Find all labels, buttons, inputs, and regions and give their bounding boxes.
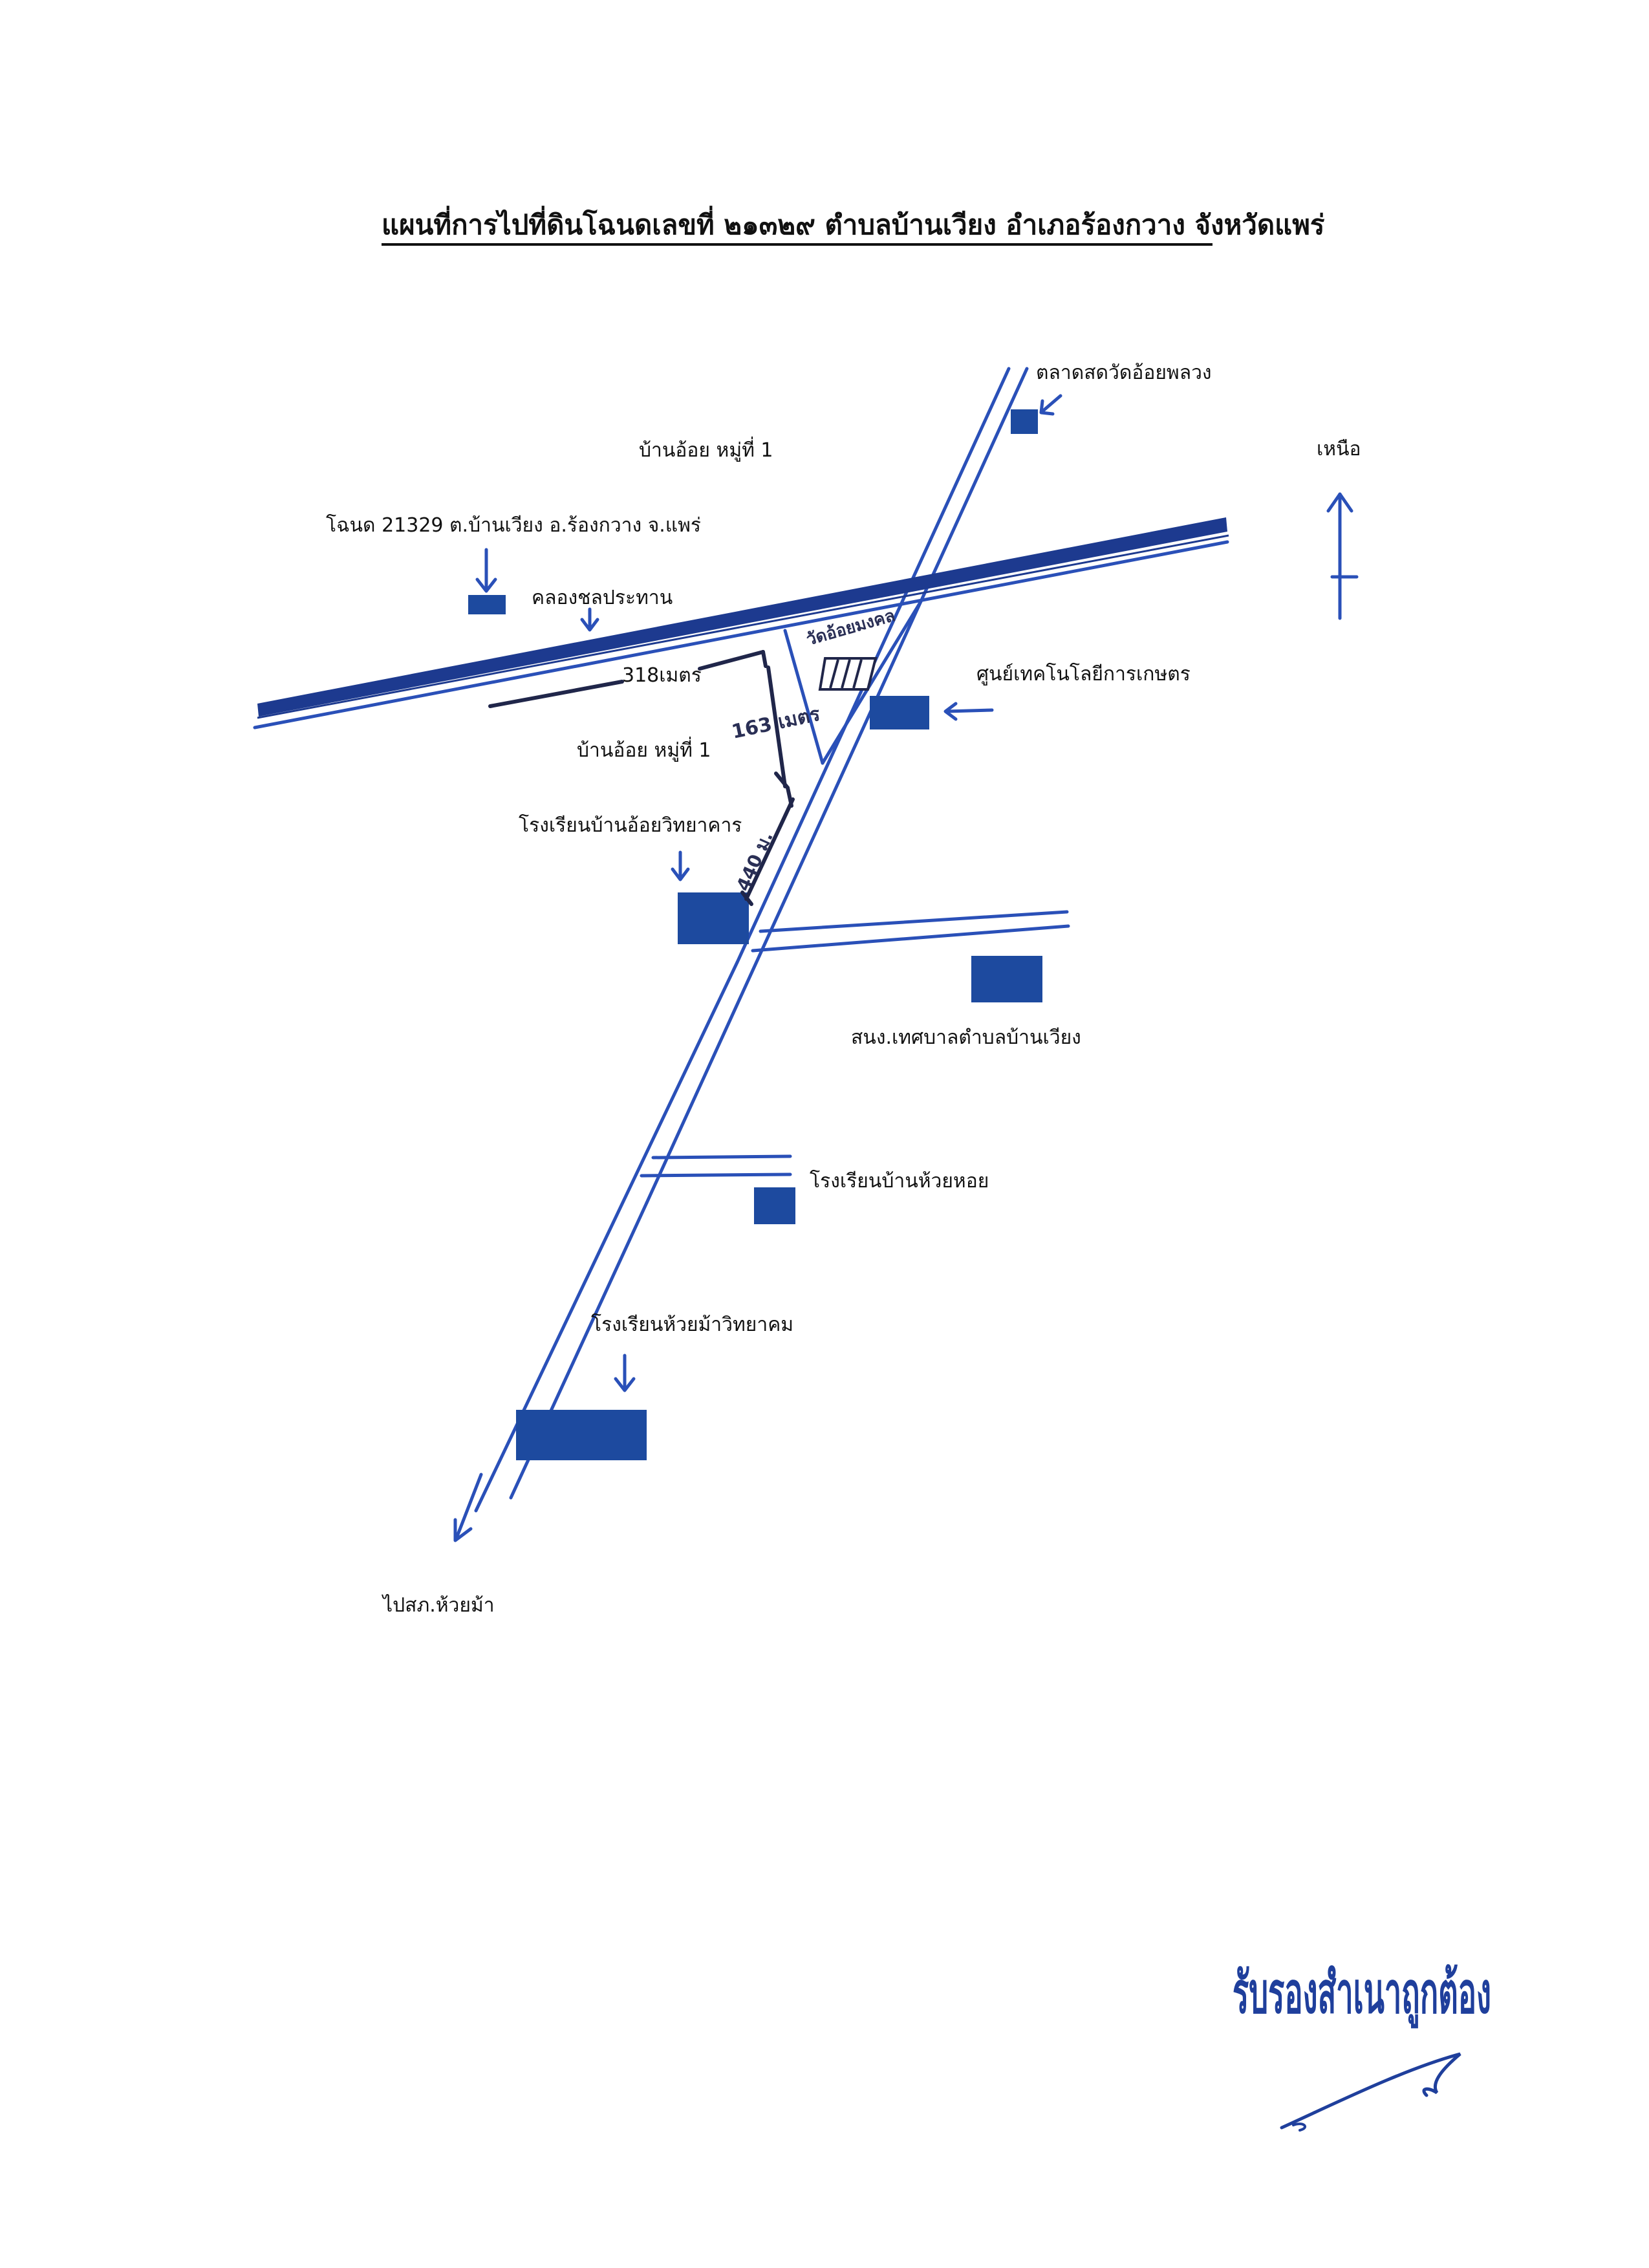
- distance-west-label: 318เมตร: [622, 664, 702, 687]
- certification-stamp: รับรองสำเนาถูกต้อง: [1233, 1959, 1491, 2029]
- main-road: [474, 367, 1029, 1513]
- label-north: เหนือ: [1317, 438, 1361, 460]
- label-canal: คลองชลประทาน: [532, 587, 673, 609]
- label-municipal-office: สนง.เทศบาลตำบลบ้านเวียง: [851, 1026, 1081, 1049]
- temple-plot: [818, 657, 878, 691]
- agri-center-pointer-arrow: [943, 702, 994, 721]
- distance-marking-south: [766, 665, 793, 808]
- market-building: [1011, 409, 1038, 434]
- to-police-station-arrow: [453, 1473, 483, 1542]
- deed-plot-marker: [468, 595, 506, 614]
- market-pointer-arrow: [1039, 394, 1062, 416]
- distance-road-label: 440 ม.: [732, 828, 777, 894]
- label-school-huai-hoi: โรงเรียนบ้านห้วยหอย: [810, 1169, 989, 1193]
- label-deed: โฉนด 21329 ต.บ้านเวียง อ.ร้องกวาง จ.แพร่: [326, 513, 701, 537]
- label-school-ban-oi: โรงเรียนบ้านอ้อยวิทยาคาร: [519, 814, 742, 837]
- signature: [1280, 2052, 1461, 2132]
- irrigation-canal: [253, 517, 1229, 729]
- school-huai-ma-pointer-arrow: [614, 1354, 636, 1392]
- label-agri-center: ศูนย์เทคโนโลยีการเกษตร: [976, 662, 1191, 686]
- agri-center-building: [870, 696, 929, 729]
- north-arrow: [1326, 492, 1359, 620]
- distance-marking-west: [488, 650, 768, 708]
- side-road-municipal: [751, 910, 1070, 953]
- canal-pointer-arrow: [580, 607, 599, 632]
- side-road-huai-hoi: [640, 1154, 792, 1178]
- distance-marking-road: [740, 797, 795, 906]
- label-village-south: บ้านอ้อย หมู่ที่ 1: [577, 737, 711, 762]
- school-huai-hoi-building: [754, 1187, 795, 1224]
- municipal-office-building: [971, 956, 1042, 1002]
- school-huai-ma-building: [516, 1410, 647, 1460]
- label-school-huai-ma: โรงเรียนห้วยม้าวิทยาคม: [591, 1313, 793, 1336]
- label-village-north: บ้านอ้อย หมู่ที่ 1: [639, 437, 773, 462]
- label-to-police-station: ไปสภ.ห้วยม้า: [382, 1593, 495, 1617]
- side-road-temple: [783, 599, 923, 765]
- map-title: แผนที่การไปที่ดินโฉนดเลขที่ ๒๑๓๒๙ ตำบลบ้…: [382, 206, 1325, 241]
- label-market: ตลาดสดวัดอ้อยพลวง: [1036, 362, 1212, 384]
- deed-pointer-arrow: [475, 548, 497, 593]
- school-ban-oi-pointer-arrow: [671, 850, 690, 881]
- school-ban-oi-building: [678, 892, 749, 944]
